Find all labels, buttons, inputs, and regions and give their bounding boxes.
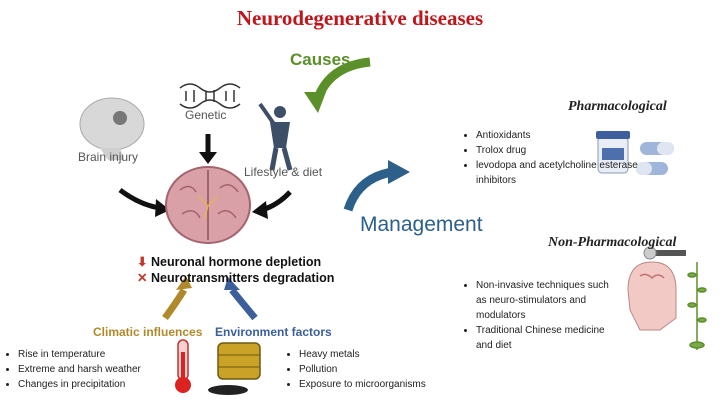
pharmacological-title: Pharmacological [568,99,667,114]
causes-arrow-head [304,92,326,113]
management-label: Management [360,213,483,236]
genetic-label: Genetic [185,108,227,122]
head-stimulator-icon [627,246,686,331]
herb-plant-icon [687,262,707,350]
causes-label: Causes [290,50,351,69]
toxic-barrel-icon [208,342,261,395]
list-item: Trolox drug [476,143,652,158]
list-item: Non-invasive techniques such as neuro-st… [476,278,612,323]
list-item: Extreme and harsh weather [18,362,174,377]
non-pharmacological-list: Non-invasive techniques such as neuro-st… [462,278,612,353]
effect-text: Neuronal hormone depletion [150,255,322,269]
list-item: levodopa and acetylcholine esterase inhi… [476,158,652,188]
cross-icon: ✕ [137,271,148,285]
non-pharmacological-title: Non-Pharmacological [548,235,677,250]
effect-hormone-depletion: ⬇ Neuronal hormone depletion [137,254,321,269]
list-item: Traditional Chinese medicine and diet [476,323,612,353]
list-item: Pollution [299,362,485,377]
effect-neurotransmitter-degradation: ✕ Neurotransmitters degradation [137,270,334,285]
list-item: Changes in precipitation [18,377,174,392]
environment-factors-list: Heavy metals Pollution Exposure to micro… [285,347,485,392]
list-item: Heavy metals [299,347,485,362]
dna-icon [179,83,241,109]
page-title: Neurodegenerative diseases [236,6,484,30]
effect-text: Neurotransmitters degradation [150,271,335,285]
list-item: Antioxidants [476,128,652,143]
management-arrow-head [388,160,410,184]
brain-injury-label: Brain injury [78,150,139,164]
pill-bottle-icon [596,131,630,174]
environment-label: Environment factors [215,325,332,339]
climatic-label: Climatic influences [93,325,203,339]
list-item: Rise in temperature [18,347,174,362]
list-item: Exposure to microorganisms [299,377,485,392]
environment-arrow [229,287,258,321]
capsule-icon [636,142,674,175]
down-arrow-icon: ⬇ [137,255,148,269]
climatic-arrow [162,288,188,321]
management-arrow [343,167,393,212]
exercise-person-icon [258,102,293,171]
climatic-factors-list: Rise in temperature Extreme and harsh we… [4,347,174,392]
pharmacological-list: Antioxidants Trolox drug levodopa and ac… [462,128,652,188]
brain-injury-icon [79,97,145,160]
brain-icon [165,166,251,244]
brain-injury-arrow [118,187,161,211]
lifestyle-label: Lifestyle & diet [244,165,323,179]
thermometer-icon [175,339,191,393]
